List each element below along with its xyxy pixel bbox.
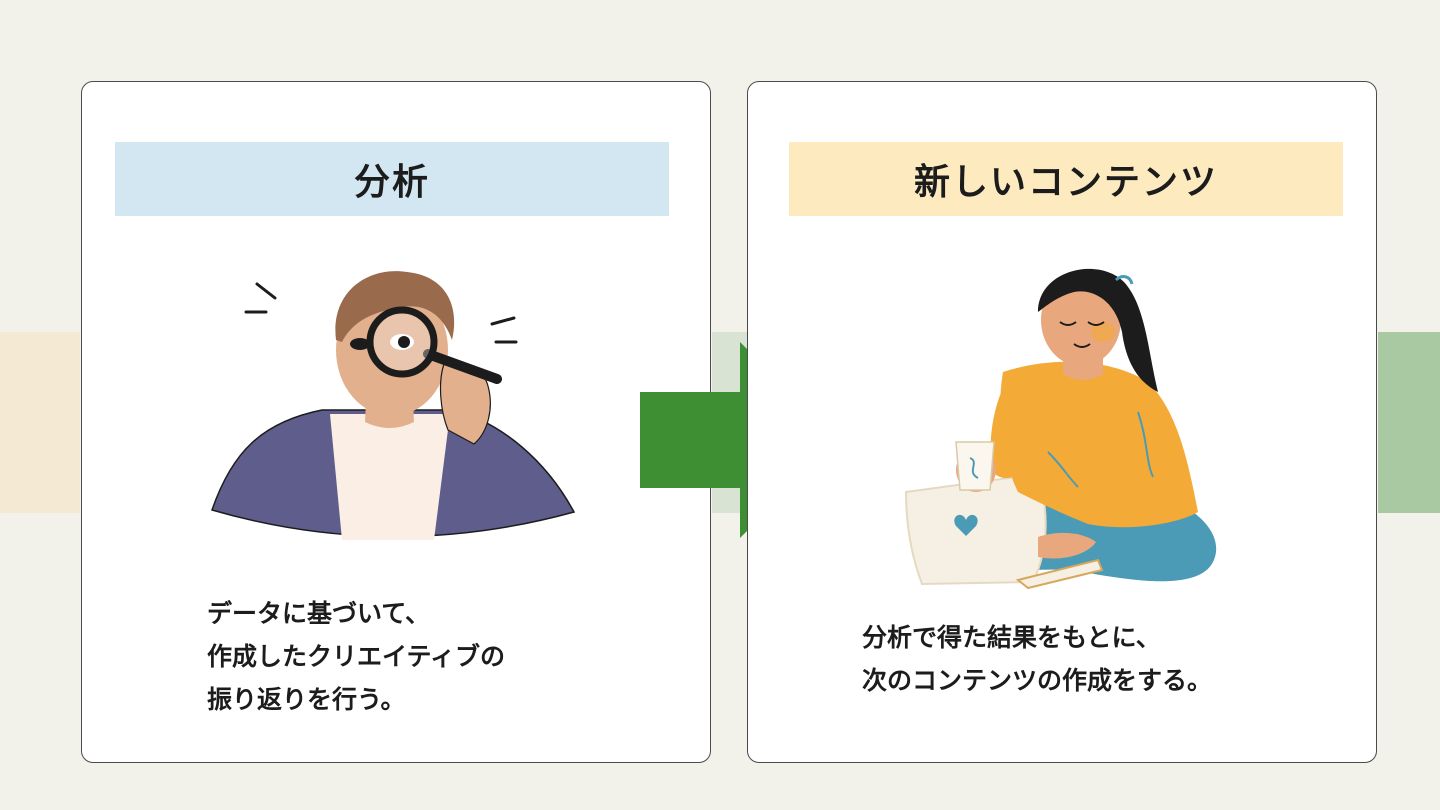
man-magnifying-glass-illustration <box>202 262 582 552</box>
analysis-line-3: 振り返りを行う。 <box>207 678 505 721</box>
content-line-2: 次のコンテンツの作成をする。 <box>862 659 1212 702</box>
woman-laptop-coffee-illustration <box>898 262 1228 592</box>
content-line-1: 分析で得た結果をもとに、 <box>862 616 1212 659</box>
background-band-left <box>0 332 80 513</box>
content-card-description: 分析で得た結果をもとに、 次のコンテンツの作成をする。 <box>862 616 1212 702</box>
analysis-line-1: データに基づいて、 <box>207 592 505 635</box>
content-card-title: 新しいコンテンツ <box>789 142 1343 216</box>
analysis-line-2: 作成したクリエイティブの <box>207 635 505 678</box>
content-card: 新しいコンテンツ 分析で得た結果をもとに、 次のコンテンツの作成をする。 <box>747 81 1377 763</box>
analysis-card-title: 分析 <box>115 142 669 216</box>
analysis-card: 分析 データに基づいて、 作成したクリエイティブの 振り返りを行う。 <box>81 81 711 763</box>
background-band-right <box>1378 332 1440 513</box>
analysis-card-description: データに基づいて、 作成したクリエイティブの 振り返りを行う。 <box>207 592 505 721</box>
